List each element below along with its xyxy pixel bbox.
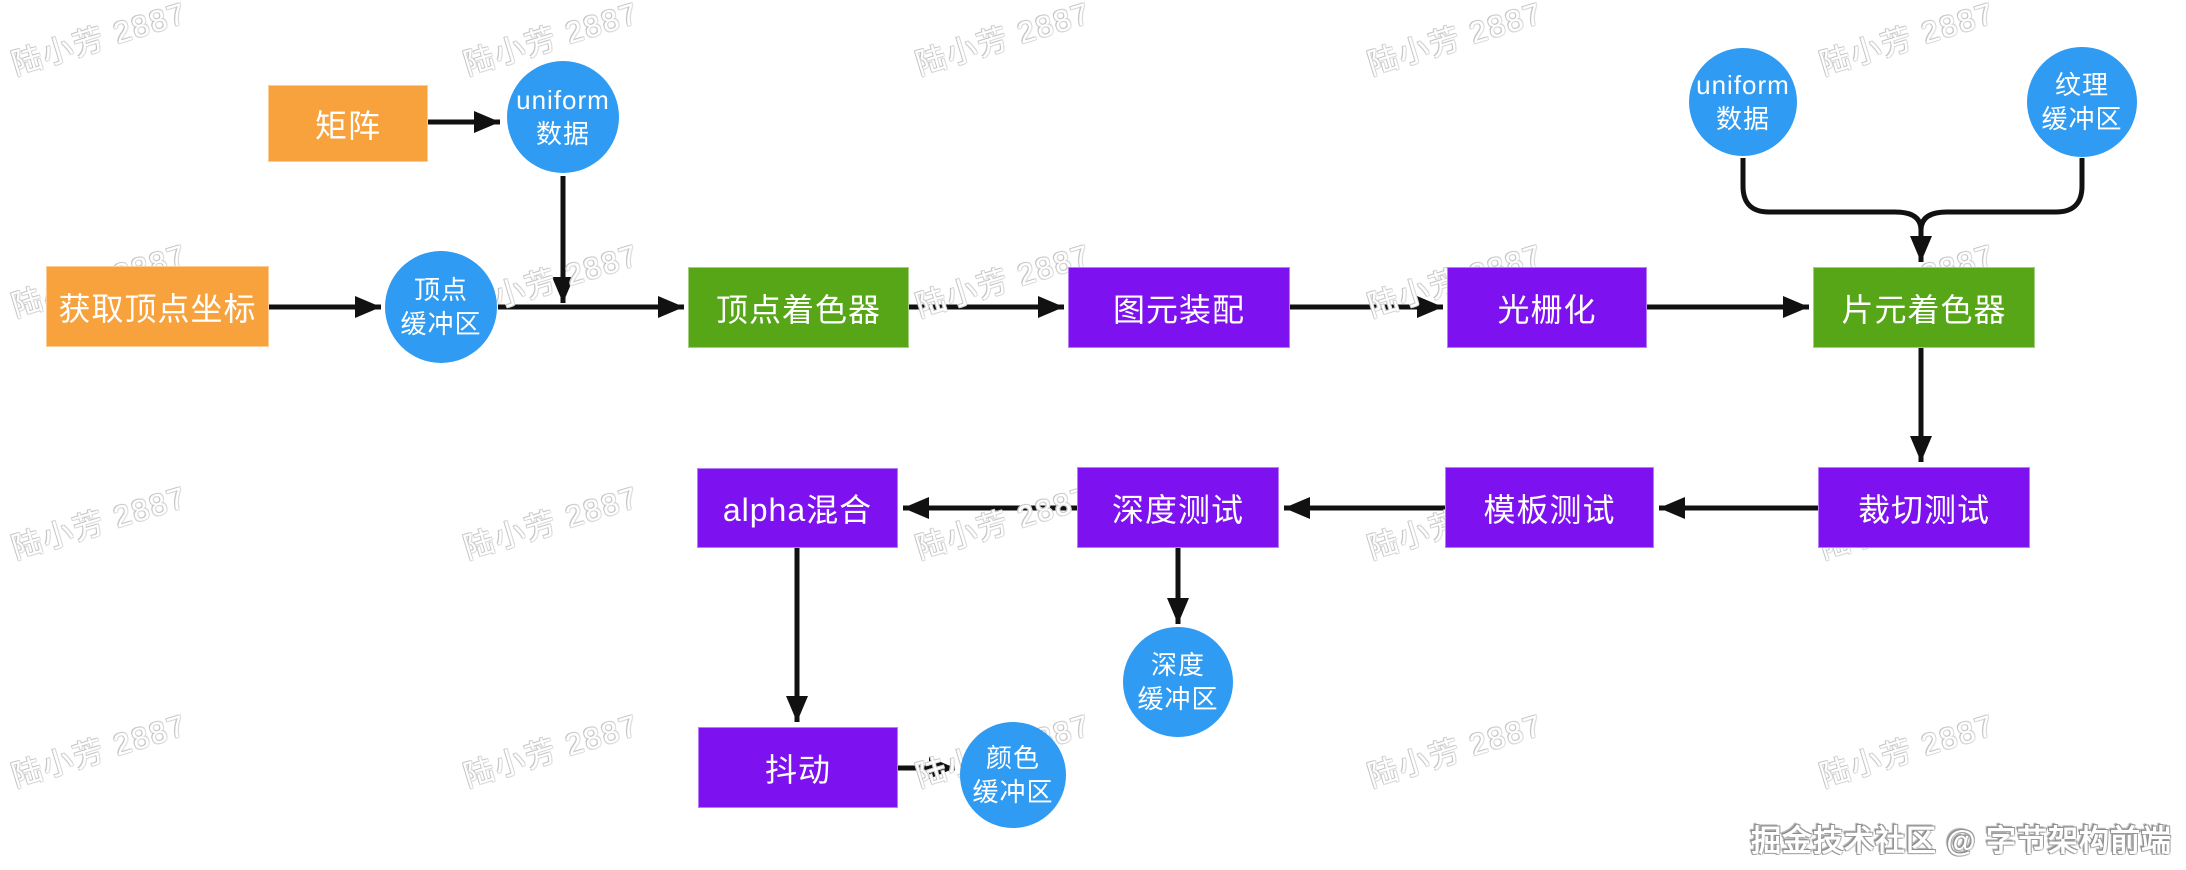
- node-label: 数据: [535, 119, 590, 149]
- node-label: 深度测试: [1111, 491, 1244, 528]
- node-label: 矩阵: [314, 107, 381, 144]
- node-color-buffer: 颜色缓冲区: [960, 722, 1066, 828]
- node-label: 缓冲区: [2041, 104, 2123, 134]
- node-label: 数据: [1715, 104, 1770, 134]
- node-label: uniform: [516, 84, 610, 115]
- node-texture-buffer: 纹理缓冲区: [2027, 47, 2137, 157]
- node-uniform-data-2: uniform 数据: [1689, 48, 1797, 156]
- node-label: uniform: [1696, 69, 1790, 100]
- node-label: 顶点着色器: [715, 291, 881, 328]
- node-label: 缓冲区: [400, 309, 482, 339]
- node-dither: 抖动: [698, 727, 898, 808]
- node-uniform-data-1: uniform 数据: [507, 61, 619, 173]
- node-label: 缓冲区: [972, 777, 1054, 807]
- node-label: 光栅化: [1497, 291, 1597, 328]
- node-label: 图元装配: [1112, 291, 1245, 328]
- node-matrix: 矩阵: [268, 85, 428, 162]
- node-vertex-shader: 顶点着色器: [688, 267, 909, 348]
- node-label: 抖动: [764, 751, 831, 788]
- node-label: 纹理: [2054, 69, 2109, 100]
- node-label: 裁切测试: [1857, 491, 1990, 528]
- node-label: 深度: [1150, 649, 1205, 680]
- node-label: 模板测试: [1483, 491, 1616, 528]
- node-label: 缓冲区: [1137, 684, 1219, 714]
- node-label: 顶点: [413, 274, 468, 305]
- node-label: alpha混合: [722, 492, 873, 528]
- node-stencil-test: 模板测试: [1445, 467, 1654, 548]
- node-get-vertex-coords: 获取顶点坐标: [46, 266, 269, 347]
- node-label: 片元着色器: [1841, 291, 2007, 328]
- node-label: 获取顶点坐标: [58, 290, 257, 327]
- node-primitive-assembly: 图元装配: [1068, 267, 1290, 348]
- node-depth-test: 深度测试: [1077, 467, 1279, 548]
- node-label: 颜色: [985, 742, 1040, 773]
- credit-text: 掘金技术社区 @ 字节架构前端: [1751, 825, 2172, 858]
- node-depth-buffer: 深度缓冲区: [1123, 627, 1233, 737]
- node-rasterization: 光栅化: [1447, 267, 1647, 348]
- node-fragment-shader: 片元着色器: [1813, 267, 2035, 348]
- node-alpha-blend: alpha混合: [697, 468, 898, 548]
- node-scissor-test: 裁切测试: [1818, 467, 2030, 548]
- node-vertex-buffer: 顶点缓冲区: [385, 251, 497, 363]
